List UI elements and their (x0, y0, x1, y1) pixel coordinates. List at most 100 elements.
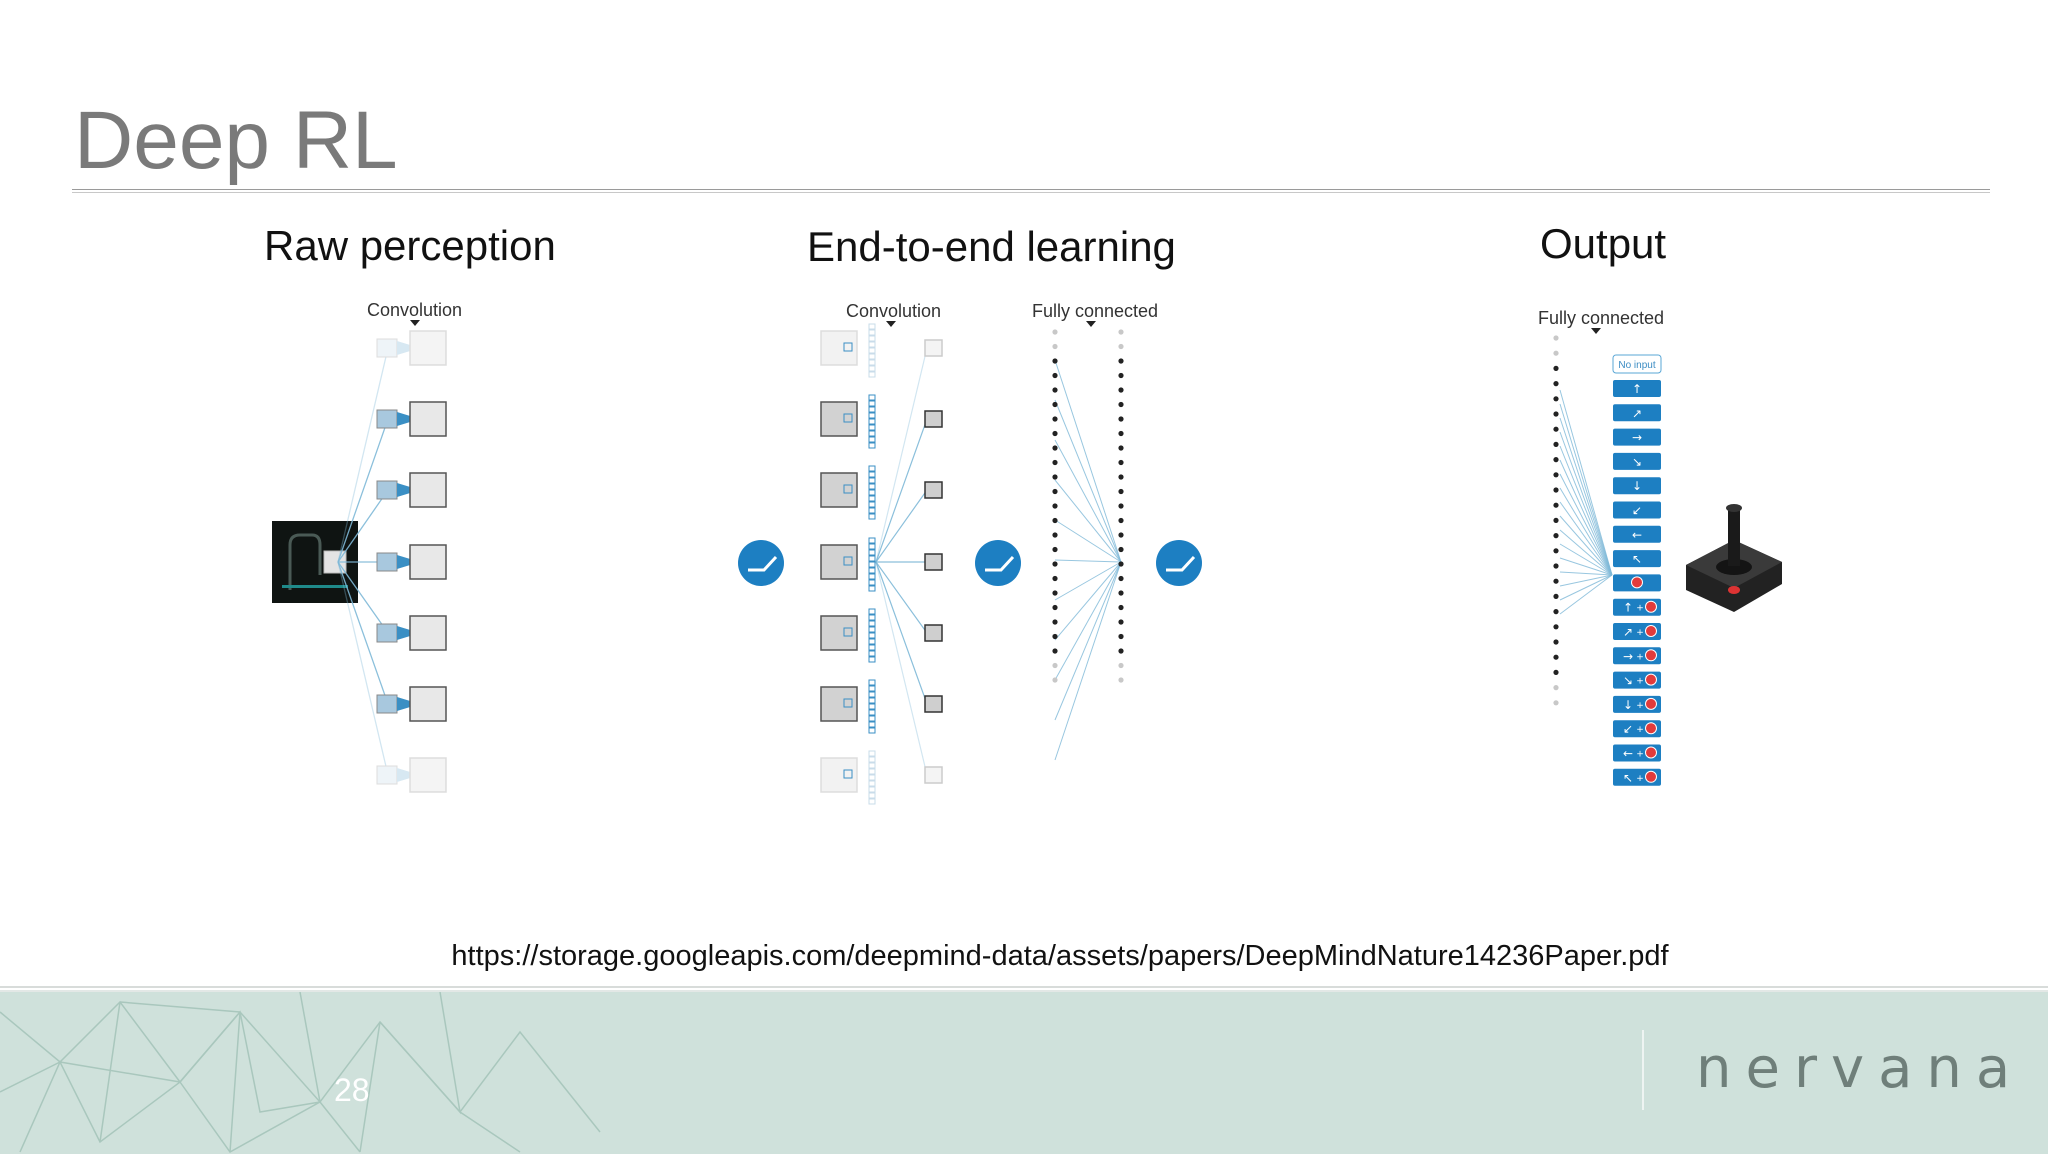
footer-band (0, 990, 2048, 1154)
fc-connection-line (1054, 561, 1122, 641)
joystick-icon (1686, 504, 1782, 612)
conv-channel (868, 365, 876, 372)
filter-patch (376, 480, 398, 500)
neuron (1553, 335, 1559, 341)
action-button: ↖+ (1613, 768, 1661, 786)
neuron (1553, 487, 1559, 493)
conv-channel (868, 424, 876, 431)
action-button-bg (1613, 477, 1661, 495)
output-connection-line (1559, 574, 1613, 601)
filter-arrow (397, 555, 420, 569)
page-number: 28 (334, 1072, 370, 1108)
plus-icon: + (1636, 774, 1644, 784)
filter-patch (376, 765, 398, 785)
conv-channel (868, 477, 876, 484)
neuron (1553, 396, 1559, 402)
neuron (1052, 459, 1058, 466)
output-connection-line (1559, 574, 1613, 615)
neuron (1118, 532, 1124, 538)
fire-button-icon (1645, 770, 1657, 783)
neuron (1553, 639, 1559, 645)
neuron (1052, 401, 1058, 408)
neuron (1553, 517, 1559, 524)
output-connection-line (1559, 389, 1613, 576)
neuron (1052, 590, 1058, 596)
neuron (1052, 561, 1058, 567)
conv-channel (868, 656, 876, 663)
action-button: ↙+ (1613, 720, 1661, 738)
action-arrow-icon: ↗ (1623, 625, 1633, 639)
neuron (1118, 633, 1124, 640)
receptive-field (843, 698, 853, 708)
neuron (1553, 426, 1559, 432)
output-connection-line (1559, 417, 1613, 576)
action-button: ↑+ (1613, 598, 1661, 616)
connection-line (875, 347, 928, 563)
conv-channel (868, 608, 876, 615)
activation-icon-3 (1156, 540, 1202, 586)
plus-icon: + (1636, 725, 1644, 735)
conv-input-map (820, 544, 858, 580)
output-connection-line (1559, 487, 1613, 576)
neuron (1553, 563, 1559, 569)
neuron (1052, 604, 1058, 611)
source-link[interactable]: https://storage.googleapis.com/deepmind-… (451, 940, 1669, 972)
neuron (1118, 445, 1124, 451)
action-button-bg (1613, 428, 1661, 446)
receptive-field (843, 556, 853, 566)
fire-button-icon (1631, 576, 1643, 589)
output-connection-line (1559, 529, 1613, 576)
activation-icon-2 (975, 540, 1021, 586)
raw-connection-lines (337, 347, 389, 776)
neuron (1052, 474, 1058, 480)
plus-icon: + (1636, 750, 1644, 760)
conv-channel (868, 359, 876, 366)
conv-channel (868, 549, 876, 556)
fc-connection-line (1054, 519, 1122, 563)
plus-icon: + (1636, 652, 1644, 662)
conv-channel (868, 585, 876, 592)
neuron (1052, 532, 1058, 538)
neuron (1553, 350, 1559, 356)
action-arrow-icon: → (1632, 431, 1642, 445)
output-connection-lines (1559, 389, 1613, 615)
conv-channel (868, 489, 876, 496)
title-divider (72, 189, 1990, 193)
connection-line (875, 561, 928, 776)
conv-channel (868, 626, 876, 633)
action-button-bg (1613, 452, 1661, 470)
neuron (1052, 358, 1058, 364)
conv-output-map (924, 766, 943, 784)
conv-output-map (924, 624, 943, 642)
neuron (1553, 548, 1559, 554)
conv-channel (868, 323, 876, 330)
conv-channel (868, 685, 876, 692)
end-to-end-heading: End-to-end learning (807, 223, 1176, 270)
connection-line (875, 418, 928, 563)
arrow-down-icon-4 (1591, 328, 1601, 334)
arrow-down-icon-2 (886, 321, 896, 327)
conv-input-map (820, 401, 858, 437)
neuron (1118, 459, 1124, 466)
filter-patch (376, 694, 398, 714)
fc-connection-line (1054, 479, 1122, 563)
conv-channel (868, 400, 876, 407)
receptive-field (843, 627, 853, 637)
feature-map (409, 544, 447, 580)
fire-button-icon (1645, 697, 1657, 710)
conv-channel (868, 394, 876, 401)
slide-title: Deep RL (74, 95, 398, 186)
fire-button-icon (1645, 625, 1657, 637)
action-button-bg (1613, 501, 1661, 519)
neuron (1553, 365, 1559, 371)
action-arrow-icon: ↘ (1632, 455, 1642, 469)
feature-map (409, 330, 447, 366)
convolution-label-1: Convolution (367, 300, 462, 320)
conv-channel (868, 721, 876, 728)
conv-channel (868, 762, 876, 769)
conv-channel (868, 495, 876, 502)
neuron (1553, 578, 1559, 584)
conv-channel (868, 537, 876, 544)
output-connection-line (1559, 403, 1613, 576)
neuron (1052, 372, 1058, 379)
